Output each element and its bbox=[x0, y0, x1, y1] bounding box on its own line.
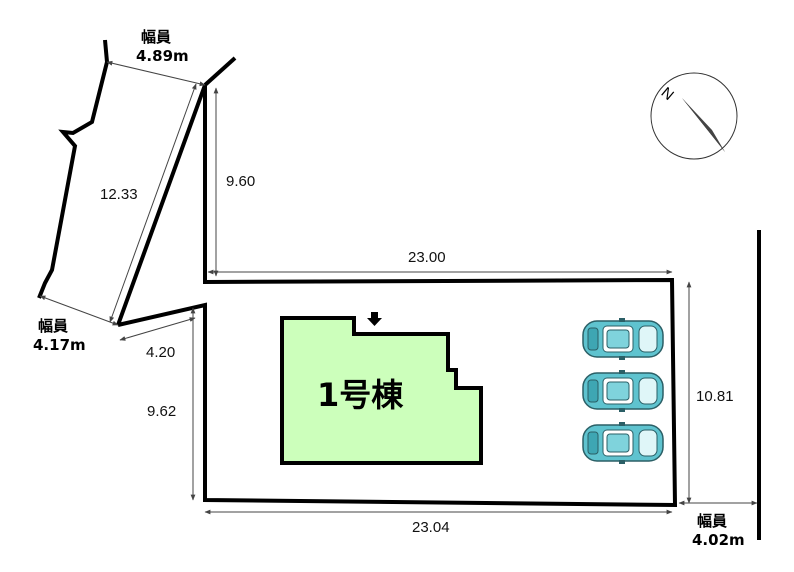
building-1 bbox=[280, 316, 483, 465]
dim-short-diagonal: 4.20 bbox=[146, 344, 175, 361]
dim-top-horizontal: 23.00 bbox=[408, 249, 446, 266]
left-road-boundary bbox=[37, 39, 110, 299]
upper-plot-boundary bbox=[116, 84, 678, 508]
dim-top-vertical: 9.60 bbox=[226, 173, 255, 190]
road-bottom-label: 幅員 bbox=[697, 512, 727, 530]
dim-line-diagonal bbox=[109, 83, 197, 323]
road-top-label: 幅員 bbox=[141, 28, 171, 46]
dim-bottom-horizontal: 23.04 bbox=[412, 519, 450, 536]
road-left-width: 4.17m bbox=[33, 336, 86, 354]
plot-corner-extension bbox=[203, 56, 237, 87]
parked-car-icon bbox=[582, 369, 664, 413]
road-top-width: 4.89m bbox=[136, 47, 189, 65]
dim-diag-left: 12.33 bbox=[100, 186, 138, 203]
road-bottom-width: 4.02m bbox=[692, 531, 745, 549]
dim-right-vertical: 10.81 bbox=[696, 388, 734, 405]
dim-line-road-left bbox=[39, 295, 119, 326]
parked-car-icon bbox=[582, 317, 664, 361]
dim-left-vertical: 9.62 bbox=[147, 403, 176, 420]
parked-car-icon bbox=[582, 421, 664, 465]
compass-icon: N bbox=[650, 72, 738, 160]
dim-line-road-top bbox=[106, 60, 206, 87]
dim-line-short-diagonal bbox=[119, 317, 196, 341]
building-label: 1号棟 bbox=[317, 376, 404, 414]
entrance-arrow-icon bbox=[367, 312, 382, 326]
road-left-label: 幅員 bbox=[38, 317, 68, 335]
